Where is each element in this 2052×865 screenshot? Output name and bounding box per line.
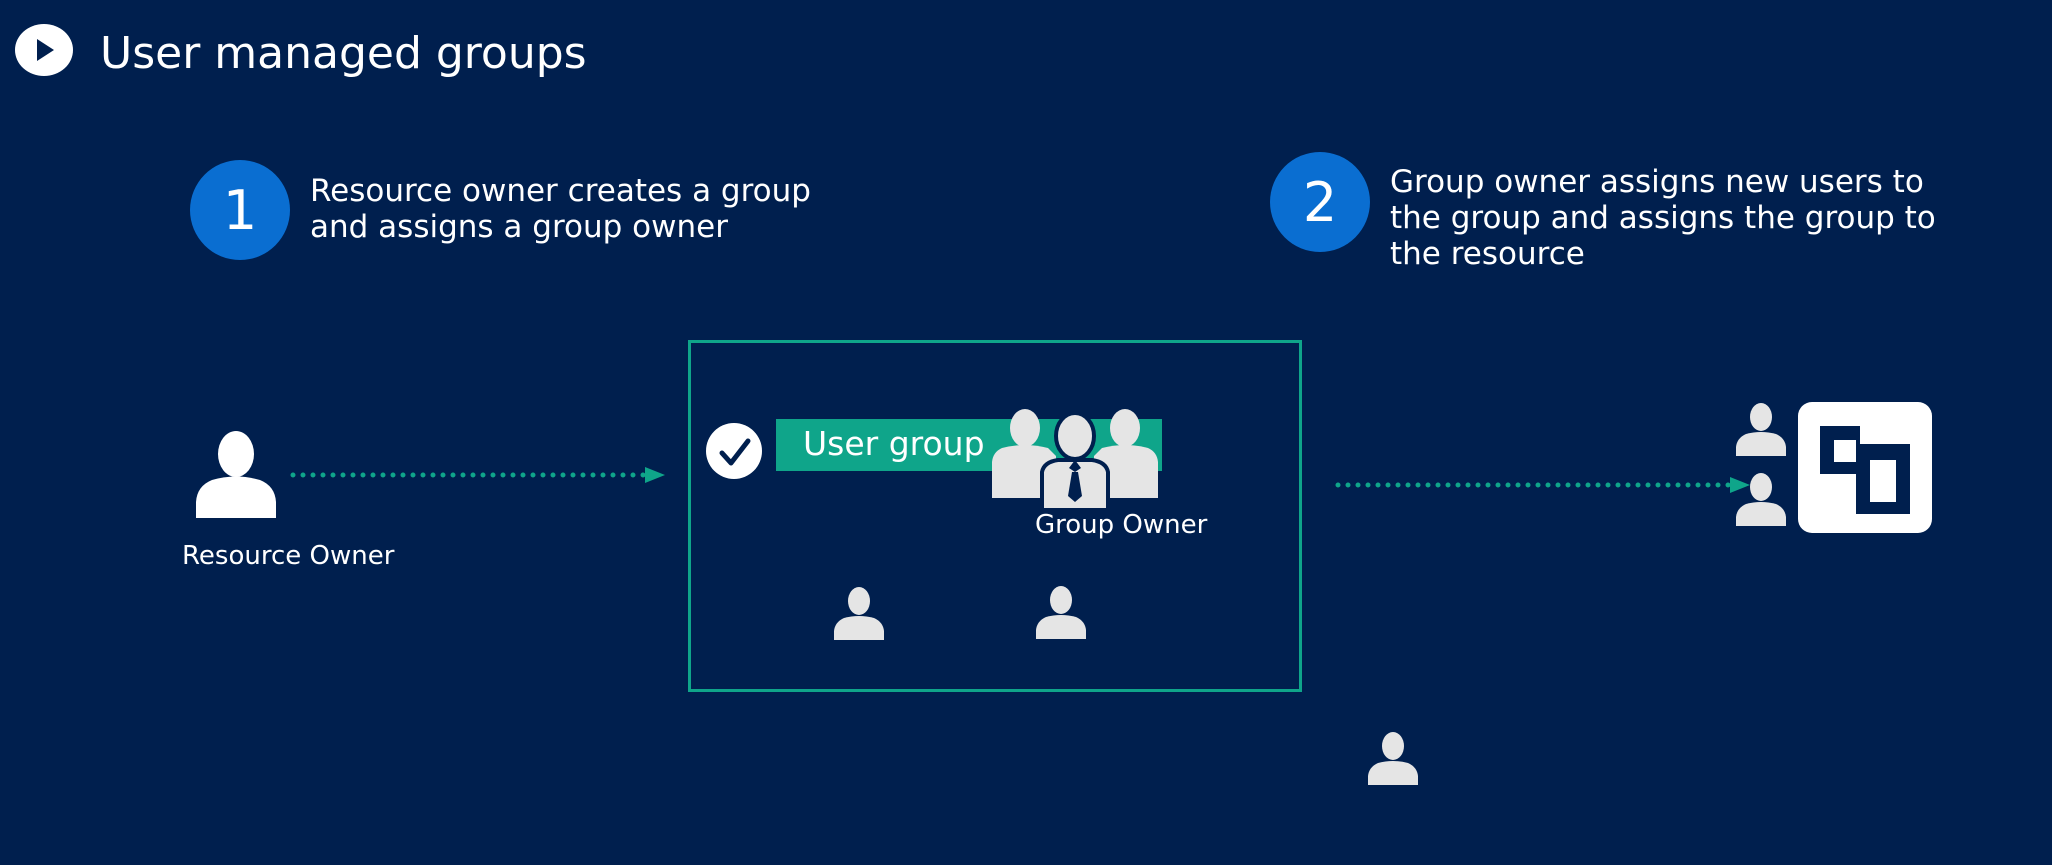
page-title: User managed groups bbox=[100, 28, 587, 79]
person-icon bbox=[1368, 732, 1418, 785]
person-icon bbox=[1736, 473, 1786, 526]
resource-owner-label: Resource Owner bbox=[182, 541, 395, 571]
resource-app-icon bbox=[1798, 402, 1932, 533]
step-1-badge: 1 bbox=[190, 160, 290, 260]
person-icon bbox=[1736, 403, 1786, 456]
step-2-badge: 2 bbox=[1270, 152, 1370, 252]
group-owner-label: Group Owner bbox=[1035, 510, 1208, 540]
person-icon bbox=[1036, 586, 1086, 639]
user-group-label: User group bbox=[803, 424, 985, 463]
step-1-description: Resource owner creates a group and assig… bbox=[310, 173, 811, 245]
checkmark-icon bbox=[706, 423, 762, 479]
dotted-arrow-connector bbox=[290, 467, 665, 483]
user-group-container bbox=[688, 340, 1302, 692]
step-2-description: Group owner assigns new users to the gro… bbox=[1390, 164, 1936, 272]
group-owners-icon bbox=[992, 409, 1158, 512]
person-icon bbox=[196, 431, 276, 518]
person-icon bbox=[834, 587, 884, 640]
play-icon[interactable] bbox=[15, 24, 73, 76]
dotted-arrow-connector bbox=[1335, 477, 1750, 493]
